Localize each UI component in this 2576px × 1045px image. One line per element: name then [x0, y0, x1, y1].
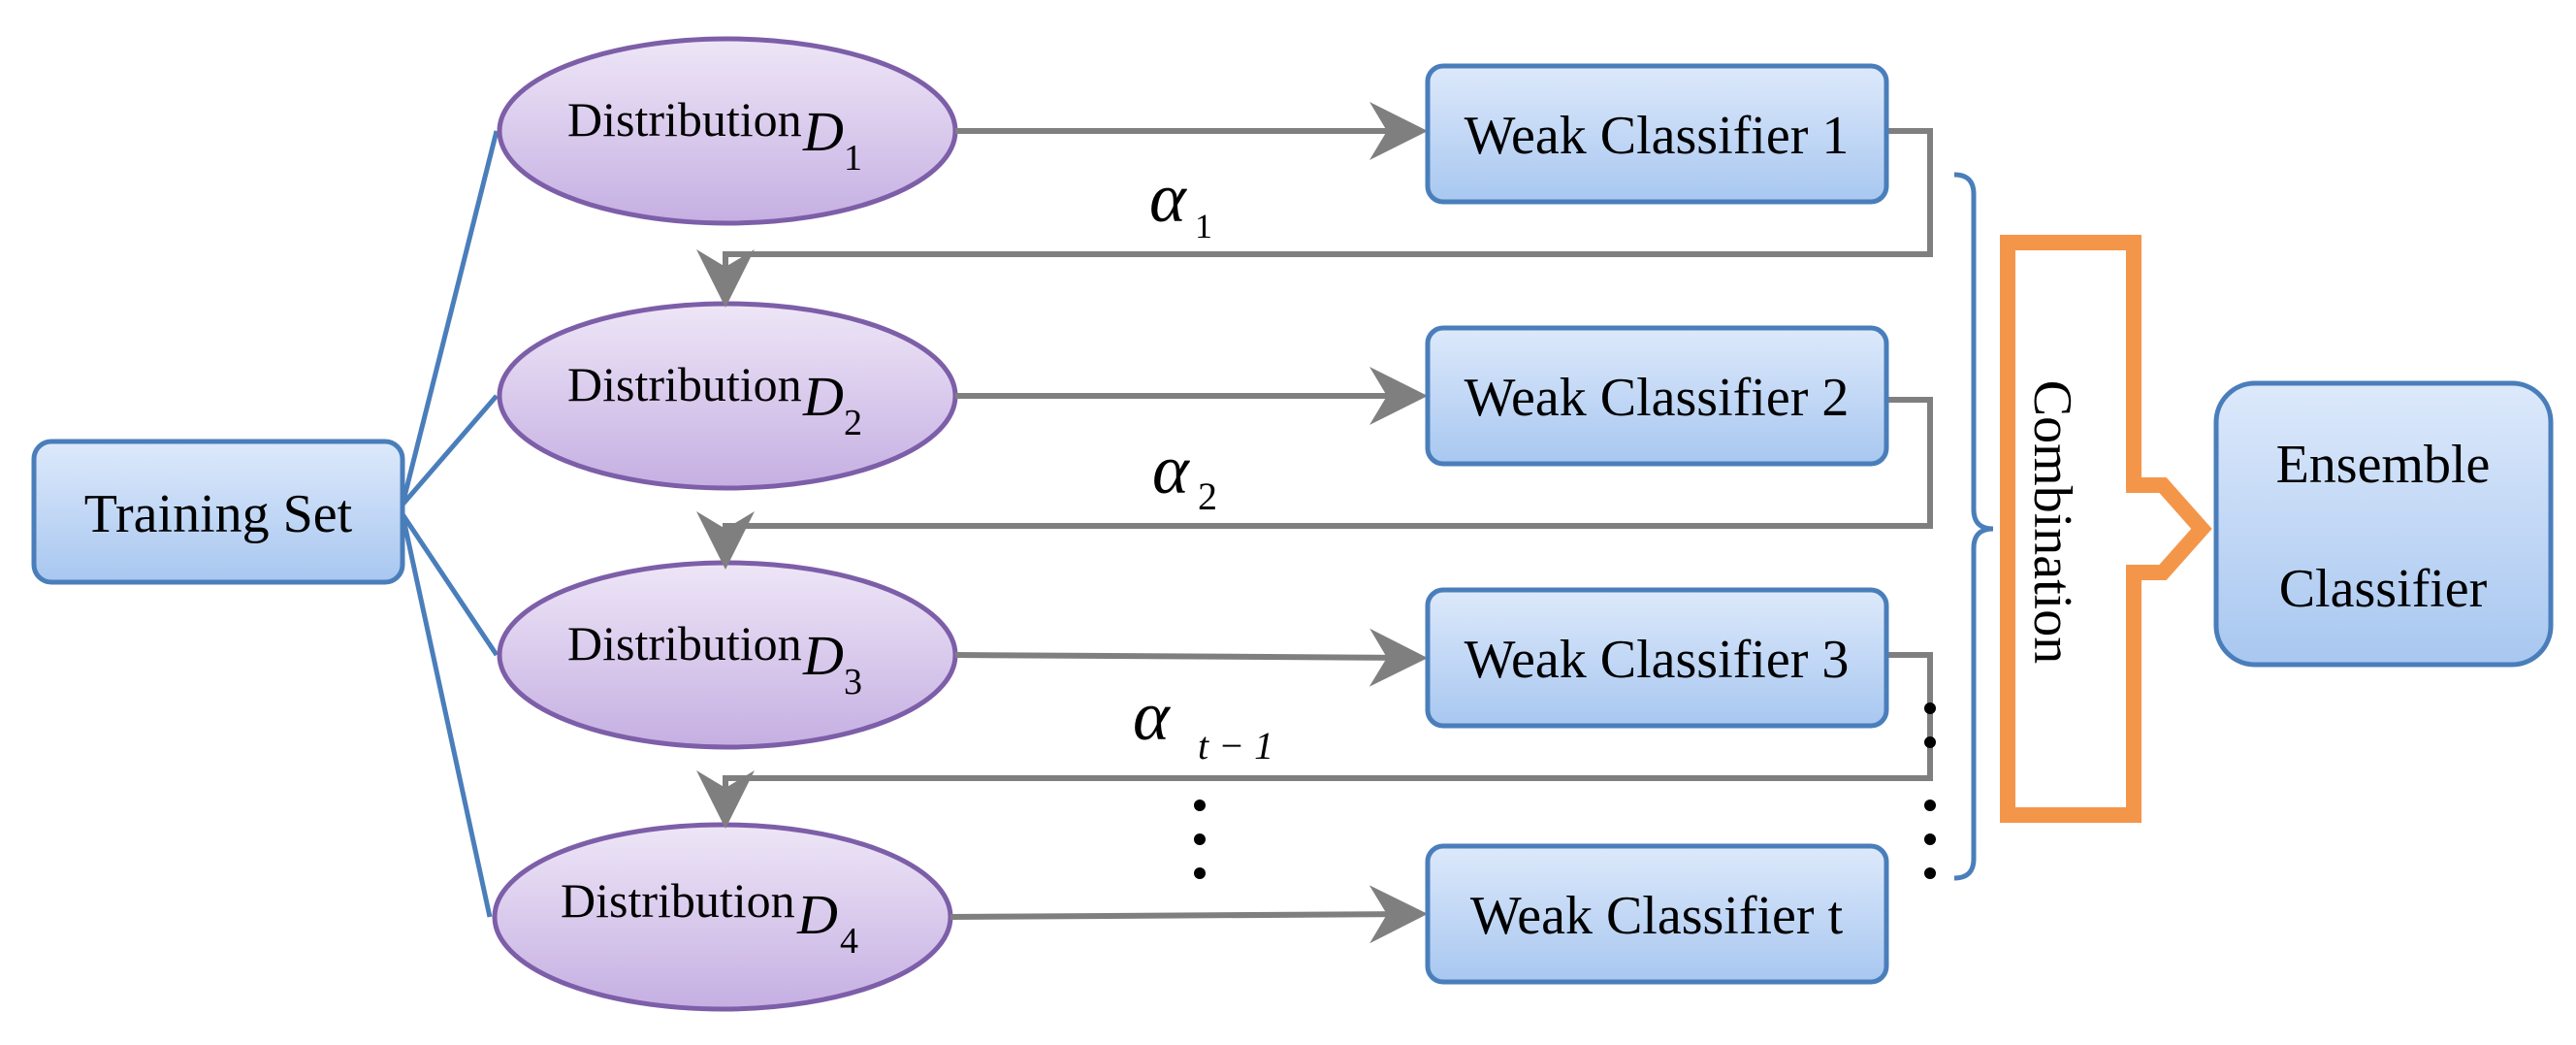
weak-classifier-1-label: Weak Classifier 1	[1465, 106, 1850, 166]
distribution-3-label: Distribution	[567, 616, 802, 670]
training-set-box: Training Set	[31, 439, 405, 585]
distribution-3-subscript: 3	[844, 662, 862, 702]
connector-to-d2	[401, 394, 499, 506]
ensemble-classifier-box: Ensemble Classifier	[2213, 380, 2554, 668]
arrow-d4-to-wct	[950, 885, 1428, 944]
weak-classifier-t: Weak Classifier t	[1425, 843, 1889, 985]
distribution-2-subscript: 2	[844, 403, 862, 443]
distribution-2: Distribution D 2	[497, 301, 958, 491]
weak-classifier-2-label: Weak Classifier 2	[1465, 368, 1850, 428]
feedback-wc3-to-d4	[696, 652, 1933, 829]
distribution-arrows	[950, 102, 1428, 944]
alpha-t-minus-1: α t − 1	[1133, 677, 1273, 767]
distribution-2-symbol: D	[802, 365, 844, 428]
weak-classifier-2: Weak Classifier 2	[1425, 325, 1889, 467]
distribution-4: Distribution D 4	[492, 822, 953, 1012]
connector-to-d3	[400, 512, 499, 657]
alpha-2: α 2	[1152, 431, 1217, 518]
distribution-4-subscript: 4	[840, 921, 858, 962]
combination-arrow	[2000, 235, 2212, 823]
ensemble-line1: Ensemble	[2276, 435, 2491, 495]
distribution-4-label: Distribution	[561, 873, 795, 928]
distribution-1-label: Distribution	[567, 92, 802, 147]
distribution-3: Distribution D 3	[497, 560, 958, 750]
distribution-1-subscript: 1	[844, 138, 862, 179]
distribution-1-symbol: D	[802, 100, 844, 163]
distribution-2-label: Distribution	[567, 357, 802, 411]
alpha-1-subscript: 1	[1195, 207, 1212, 245]
alpha-t-minus-1-symbol: α	[1133, 677, 1171, 755]
alpha-2-subscript: 2	[1198, 474, 1217, 518]
combination-label: Combination	[2022, 380, 2082, 664]
distribution-3-symbol: D	[802, 624, 844, 687]
feedback-arrows	[696, 128, 1933, 829]
weak-classifier-3-label: Weak Classifier 3	[1465, 630, 1850, 690]
feedback-wc2-to-d3	[696, 397, 1933, 570]
weak-classifier-3: Weak Classifier 3	[1425, 587, 1889, 729]
connector-to-d1	[400, 130, 499, 506]
alpha-1-symbol: α	[1149, 159, 1187, 237]
continuation-dots	[1194, 702, 1936, 879]
training-set-connectors	[400, 130, 499, 918]
alpha-2-symbol: α	[1152, 431, 1190, 508]
distribution-1: Distribution D 1	[497, 36, 958, 226]
feedback-wc1-to-d2	[696, 128, 1933, 308]
combination-bracket	[1953, 172, 1994, 881]
arrow-d3-to-wc3	[954, 628, 1428, 687]
weak-classifier-t-label: Weak Classifier t	[1470, 886, 1844, 946]
alpha-t-minus-1-subscript: t − 1	[1198, 724, 1273, 767]
weak-classifier-1: Weak Classifier 1	[1425, 63, 1889, 205]
training-set-label: Training Set	[84, 484, 353, 544]
ensemble-line2: Classifier	[2279, 559, 2488, 619]
connector-to-d4	[400, 513, 493, 918]
distribution-4-symbol: D	[796, 883, 838, 946]
alpha-1: α 1	[1149, 159, 1212, 245]
